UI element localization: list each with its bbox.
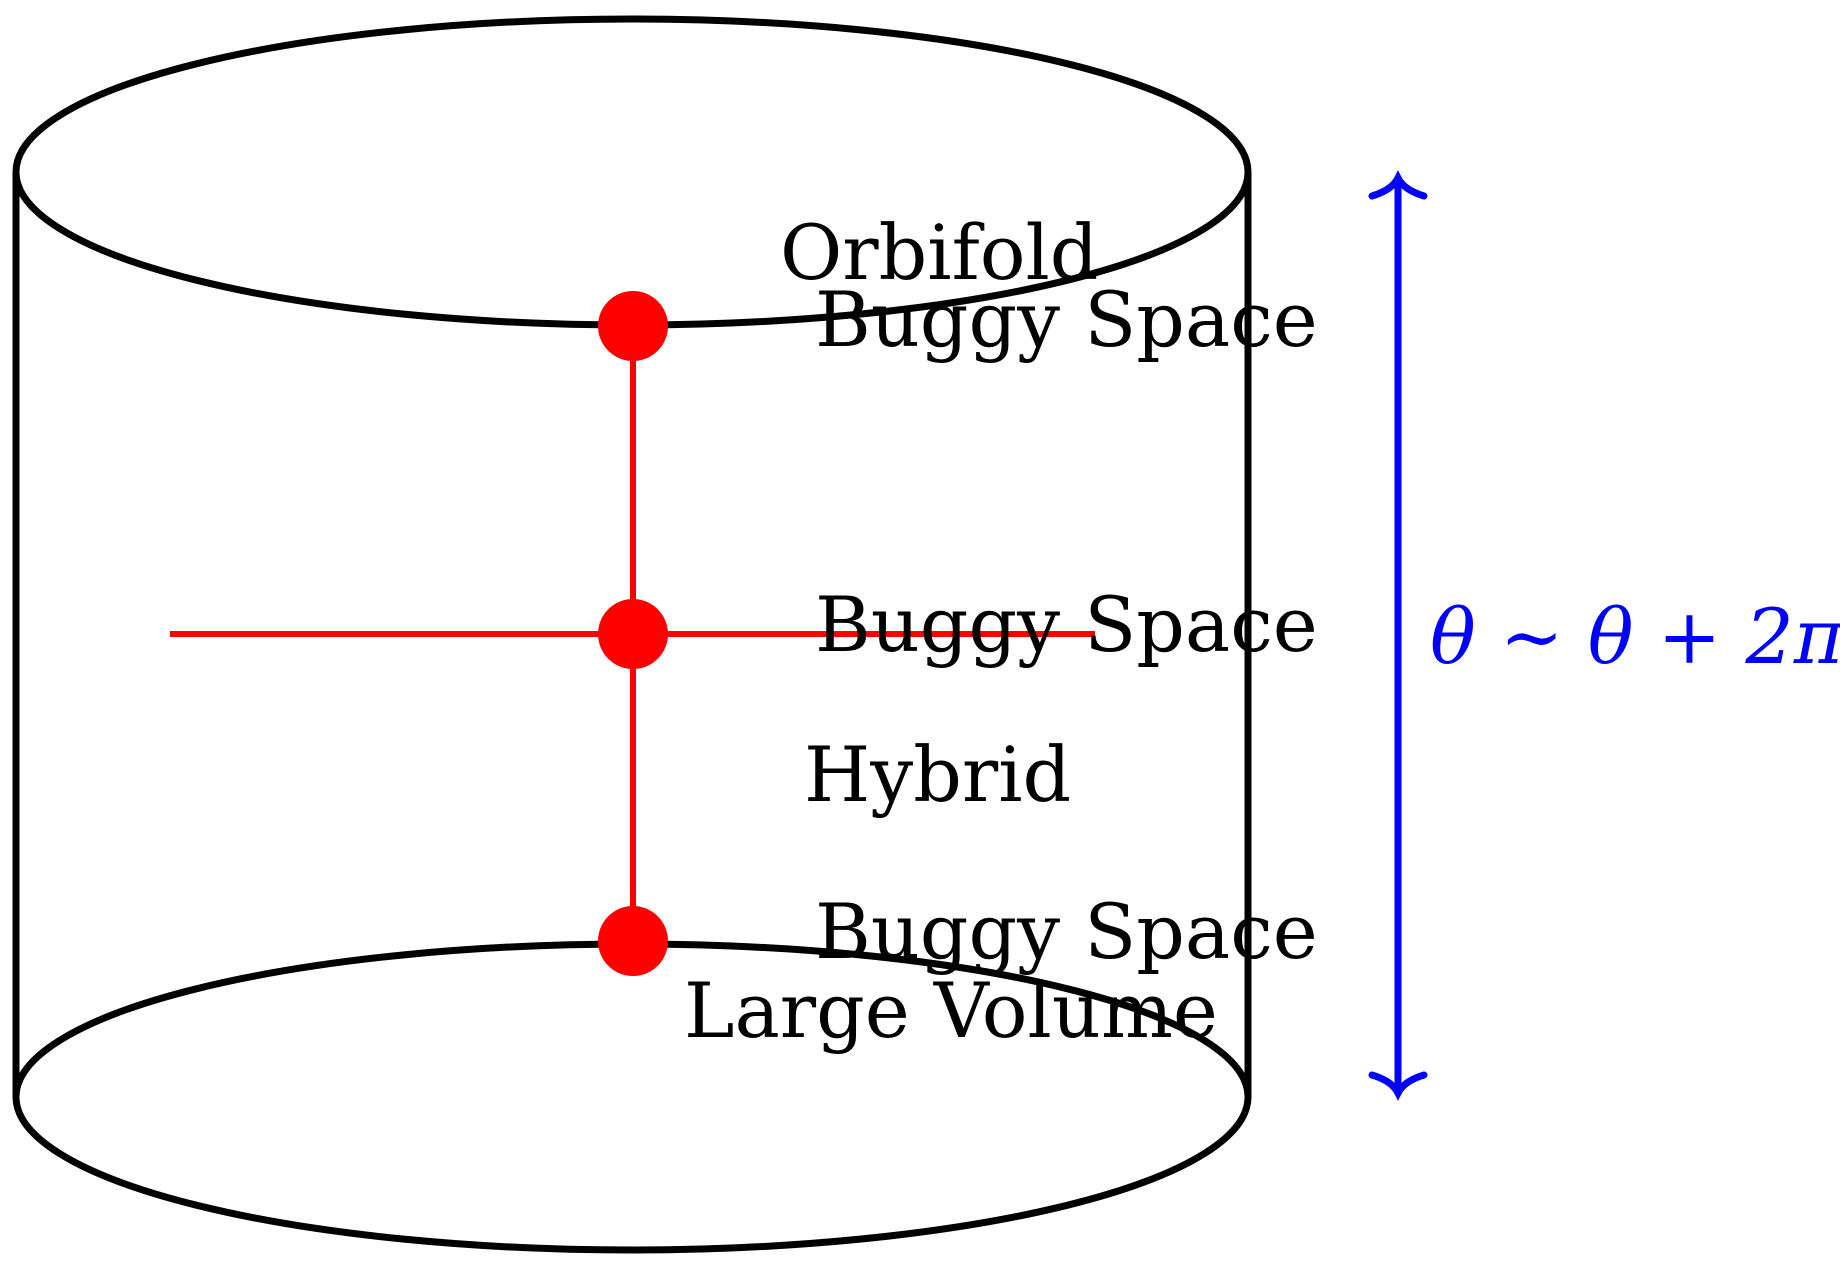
orbifold-label: Orbifold	[780, 208, 1098, 297]
buggy-space-middle-label: Buggy Space	[815, 580, 1318, 669]
buggy-space-bottom-label: Buggy Space	[815, 887, 1318, 976]
phase-point-bottom	[598, 906, 668, 976]
phase-points	[598, 291, 668, 976]
periodicity-arrow	[1368, 170, 1428, 1101]
phase-point-middle	[598, 599, 668, 669]
periodicity-label: θ ∼ θ + 2π	[1430, 592, 1840, 681]
large-volume-label: Large Volume	[684, 966, 1218, 1055]
arrow-head-down-icon	[1368, 1071, 1428, 1101]
hybrid-label: Hybrid	[804, 730, 1071, 819]
arrow-head-up-icon	[1368, 170, 1428, 200]
phase-point-top	[598, 291, 668, 361]
buggy-space-top-label: Buggy Space	[815, 275, 1318, 364]
